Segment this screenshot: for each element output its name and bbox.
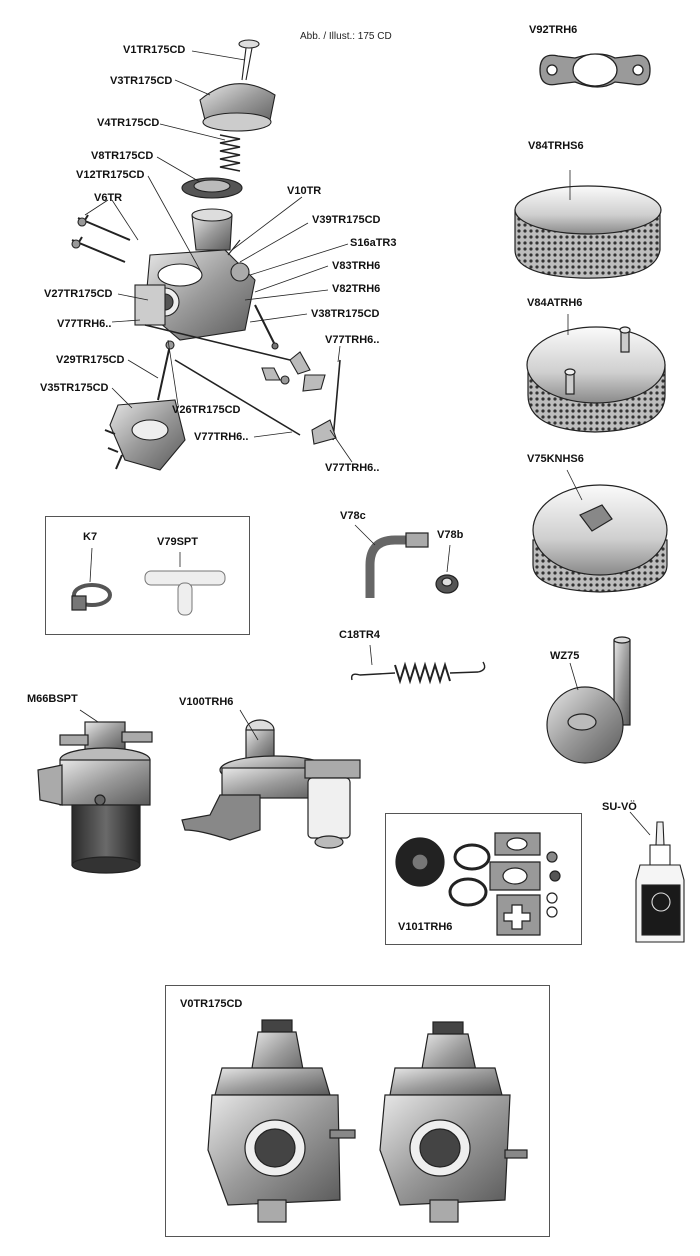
part-label-v10tr[interactable]: V10TR: [287, 185, 322, 197]
part-label-m66bspt[interactable]: M66BSPT: [27, 693, 78, 705]
part-label-v100trh6[interactable]: V100TRH6: [179, 696, 234, 708]
part-label-v12tr175cd[interactable]: V12TR175CD: [76, 169, 145, 181]
part-label-v29tr175cd[interactable]: V29TR175CD: [56, 354, 125, 366]
part-label-su-vo[interactable]: SU-VÖ: [602, 801, 637, 813]
part-label-v83trh6[interactable]: V83TRH6: [332, 260, 381, 272]
part-label-v4tr175cd[interactable]: V4TR175CD: [97, 117, 160, 129]
mechanical-pump-drawing: [181, 709, 361, 849]
part-label-v79spt[interactable]: V79SPT: [157, 536, 198, 548]
part-label-v84atrh6[interactable]: V84ATRH6: [527, 297, 583, 309]
part-label-v78b[interactable]: V78b: [437, 529, 464, 541]
repair-kit-box: [385, 813, 582, 945]
part-label-v78c[interactable]: V78c: [340, 510, 366, 522]
oval-mesh-filter-drawing: [514, 170, 662, 279]
part-label-v92trh6[interactable]: V92TRH6: [529, 24, 578, 36]
part-label-v27tr175cd[interactable]: V27TR175CD: [44, 288, 113, 300]
spring-drawing: [350, 644, 486, 685]
clamp-tpiece-box: [45, 516, 250, 635]
part-label-v3tr175cd[interactable]: V3TR175CD: [110, 75, 173, 87]
part-label-c18tr4[interactable]: C18TR4: [339, 629, 380, 641]
part-label-v8tr175cd[interactable]: V8TR175CD: [91, 150, 154, 162]
repair-kit-drawing: [395, 832, 561, 936]
part-label-v82trh6[interactable]: V82TRH6: [332, 283, 381, 295]
part-label-v84trhs6[interactable]: V84TRHS6: [528, 140, 584, 152]
nut-drawing: [435, 544, 459, 594]
part-label-v77trh6-a[interactable]: V77TRH6..: [57, 318, 112, 330]
carburettor-pair-box: [165, 985, 550, 1237]
carburettor-pair-drawing: [207, 1019, 528, 1223]
part-label-v38tr175cd[interactable]: V38TR175CD: [311, 308, 380, 320]
electric-pump-drawing: [37, 709, 153, 874]
gasket-drawing: [539, 53, 651, 88]
part-label-wz75[interactable]: WZ75: [550, 650, 580, 662]
fuel-pipe-drawing: [354, 524, 429, 598]
part-label-v101trh6[interactable]: V101TRH6: [398, 921, 453, 933]
part-label-v39tr175cd[interactable]: V39TR175CD: [312, 214, 381, 226]
part-label-v26tr175cd[interactable]: V26TR175CD: [172, 404, 241, 416]
part-label-k7[interactable]: K7: [83, 531, 98, 543]
part-label-v77trh6-c[interactable]: V77TRH6..: [194, 431, 249, 443]
illustration-note: Abb. / Illust.: 175 CD: [300, 31, 392, 42]
part-label-v35tr175cd[interactable]: V35TR175CD: [40, 382, 109, 394]
part-label-v75knhs6[interactable]: V75KNHS6: [527, 453, 584, 465]
part-label-v0tr175cd[interactable]: V0TR175CD: [180, 998, 243, 1010]
chrome-filter-drawing: [526, 314, 666, 433]
part-label-s16atr3[interactable]: S16aTR3: [350, 237, 397, 249]
exploded-carburettor-drawing: [71, 39, 353, 471]
part-label-v1tr175cd[interactable]: V1TR175CD: [123, 44, 186, 56]
part-label-v77trh6-b[interactable]: V77TRH6..: [325, 334, 380, 346]
choke-drawing: [546, 636, 631, 764]
part-label-v6tr[interactable]: V6TR: [94, 192, 123, 204]
clamp-drawing: [71, 547, 112, 611]
kn-filter-drawing: [532, 469, 668, 593]
t-piece-drawing: [144, 552, 226, 616]
part-label-v77trh6-d[interactable]: V77TRH6..: [325, 462, 380, 474]
oil-bottle-drawing: [629, 811, 685, 943]
